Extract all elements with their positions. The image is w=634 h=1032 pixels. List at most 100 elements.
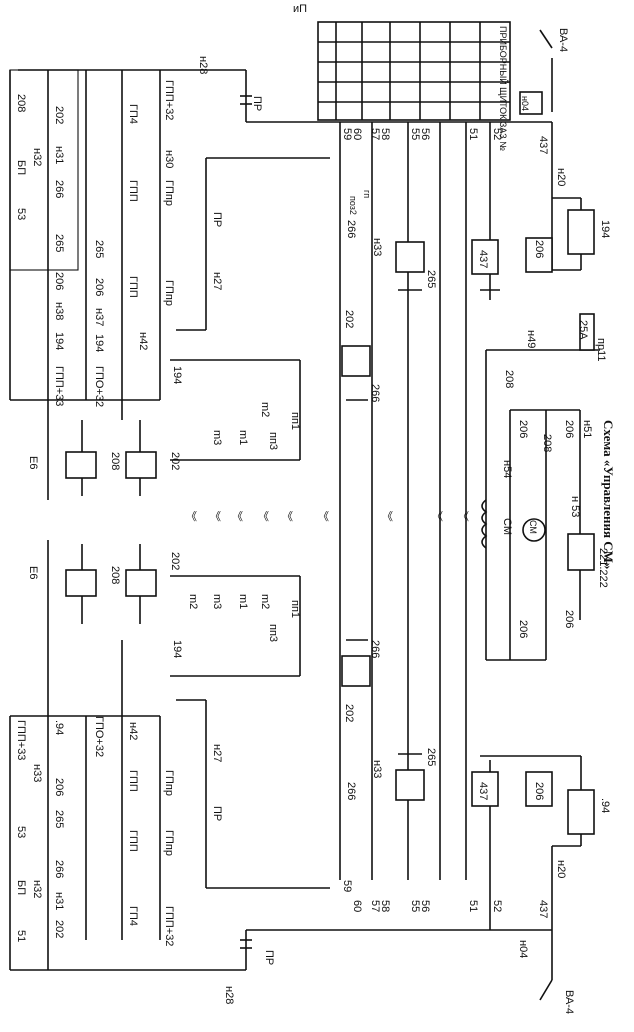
h32-label-bottom: н32 bbox=[31, 880, 43, 898]
svg-text:《: 《 bbox=[186, 510, 197, 523]
gpp-label2-bottom: ГПП bbox=[127, 830, 139, 852]
n266-coil-label-bottom: 266 bbox=[369, 640, 381, 658]
n52-label-bottom: 52 bbox=[491, 900, 503, 912]
coil-221-222 bbox=[567, 533, 595, 571]
coil-266-top bbox=[341, 345, 371, 377]
h30-label-top: н30 bbox=[163, 150, 175, 168]
page-number: иП bbox=[293, 3, 307, 15]
bottom-circuit: 208 202 Е6 m2 m3 m1 m2 пп1 пп3 194 ГПП+3… bbox=[9, 540, 611, 1014]
cm-control-scheme: Схема «Управления СМ» 25А пр11 н49 208 2… bbox=[481, 313, 616, 661]
poz2-label-top: поз2 bbox=[348, 196, 358, 215]
m3-label-bottom: m3 bbox=[211, 594, 223, 609]
top-circuit: ВА-4 н04 н28 ПР 59 60 57 58 55 56 51 52 … bbox=[9, 28, 611, 880]
n194-left-label-bottom: .94 bbox=[53, 720, 65, 735]
n194-left-label-top: 194 bbox=[53, 332, 65, 350]
n208-cm-label-2: 208 bbox=[541, 434, 553, 452]
n265-label-bottom: 265 bbox=[425, 748, 437, 766]
m1-label-top: m1 bbox=[237, 430, 249, 445]
n206-cm-label-4: 206 bbox=[563, 610, 575, 628]
n202-coil-label-top: 202 bbox=[169, 452, 181, 470]
coil-437-top bbox=[471, 239, 499, 275]
n202-left-label-top: 202 bbox=[53, 106, 65, 124]
n59-label-bottom: 59 bbox=[341, 880, 353, 892]
gppr-label2-bottom: ГПпр bbox=[163, 830, 175, 856]
fuse-25a bbox=[579, 313, 595, 351]
n208-label-bottom: 208 bbox=[109, 566, 121, 584]
h27-label-bottom: н27 bbox=[211, 744, 223, 762]
cm-scheme-title: Схема «Управления СМ» bbox=[601, 420, 616, 569]
mp3-label-bottom: пп3 bbox=[267, 624, 279, 642]
svg-text:《: 《 bbox=[210, 510, 221, 523]
h33-label-bottom: н33 bbox=[371, 760, 383, 778]
n51-left-label-bottom: 51 bbox=[15, 930, 27, 942]
n437-coil-label-bottom: 437 bbox=[477, 782, 489, 800]
n266-left-label-bottom: 266 bbox=[53, 860, 65, 878]
n202-label-bottom: 202 bbox=[343, 704, 355, 722]
gpo32-label-bottom: ГПО+32 bbox=[93, 716, 105, 757]
h28-label-bottom: н28 bbox=[223, 986, 235, 1004]
svg-text:《: 《 bbox=[318, 510, 329, 523]
pr11-label: пр11 bbox=[595, 338, 607, 362]
m2-label-top: m2 bbox=[259, 402, 271, 417]
h42-label-bottom: н42 bbox=[127, 722, 139, 740]
n53-label-top: 53 bbox=[15, 208, 27, 220]
h37-label-top: н37 bbox=[93, 308, 105, 326]
h20-label-bottom: н20 bbox=[555, 860, 567, 878]
n202-left-label-bottom: 202 bbox=[53, 920, 65, 938]
h35-label-bottom: н33 bbox=[31, 764, 43, 782]
n51-left-label-top: 208 bbox=[15, 94, 27, 112]
h53-label: н 53 bbox=[569, 496, 581, 517]
n206-cm-label-1: 206 bbox=[517, 420, 529, 438]
n265-left-label-top: 265 bbox=[53, 234, 65, 252]
n265-left-label-bottom: 265 bbox=[53, 810, 65, 828]
n206-cm-label-3: 206 bbox=[517, 620, 529, 638]
gpp32-label-top: ГПП+32 bbox=[163, 80, 175, 120]
n206-label-top: 206 bbox=[533, 240, 545, 258]
pr-mid-label-bottom: ПР bbox=[211, 806, 223, 821]
instrument-panel: ПРИБОРНЫЙ ЩИТОК ЗАЗ № bbox=[317, 21, 511, 151]
svg-text:《: 《 bbox=[458, 510, 469, 523]
n56-label-top: 56 bbox=[419, 128, 431, 140]
a25-label: 25А bbox=[577, 320, 589, 340]
h27-label-top: н27 bbox=[211, 272, 223, 290]
pr-label-top: ПР bbox=[251, 96, 263, 111]
n437-label-bottom: 437 bbox=[537, 900, 549, 918]
svg-text:《: 《 bbox=[282, 510, 293, 523]
n57-label-top: 57 bbox=[369, 128, 381, 140]
n53-label-bottom: 53 bbox=[15, 826, 27, 838]
n51-label-bottom: 51 bbox=[467, 900, 479, 912]
n265-label-top: 265 bbox=[425, 270, 437, 288]
n265-mid-label-top: 265 bbox=[93, 240, 105, 258]
coil-206-top bbox=[525, 237, 553, 273]
n58-label-bottom: 58 bbox=[379, 900, 391, 912]
bp-label-bottom: БП bbox=[15, 880, 27, 895]
n55-label-bottom: 55 bbox=[409, 900, 421, 912]
n60-label-bottom: 60 bbox=[351, 900, 363, 912]
m2-label-bottom: m2 bbox=[187, 594, 199, 609]
m1-label-bottom: m1 bbox=[237, 594, 249, 609]
h04-label-bottom: н04 bbox=[517, 940, 529, 958]
connector-markers: 《 《 《 《 《 《 《 《 《 bbox=[186, 510, 469, 523]
n202-coil-label-bottom: 202 bbox=[169, 552, 181, 570]
n266-left-label-top: 266 bbox=[53, 180, 65, 198]
n206-left-label-top: 206 bbox=[53, 272, 65, 290]
h31-label-bottom: н31 bbox=[53, 892, 65, 910]
n60-label-top: 60 bbox=[351, 128, 363, 140]
svg-text:《: 《 bbox=[232, 510, 243, 523]
gpp-label-bottom: ГПП bbox=[127, 770, 139, 792]
coil-194-bottom bbox=[567, 789, 595, 835]
bp-label-top: БП bbox=[15, 160, 27, 175]
n437-coil-label-top: 437 bbox=[477, 250, 489, 268]
h32-label-top: н32 bbox=[31, 148, 43, 166]
h31-label-top: н31 bbox=[53, 146, 65, 164]
gpp32-label-bottom: ГПП+32 bbox=[163, 906, 175, 946]
mp1-label-bottom: пп1 bbox=[289, 600, 301, 618]
coil-202-top bbox=[125, 451, 157, 479]
motor-cm bbox=[522, 518, 546, 542]
n208-label-top: 208 bbox=[109, 452, 121, 470]
n206-left-label-bottom: 206 bbox=[53, 778, 65, 796]
n266-label-bottom: 266 bbox=[345, 782, 357, 800]
coil-437-bottom bbox=[471, 771, 499, 807]
gpp33-label-bottom: ГПП+33 bbox=[15, 720, 27, 760]
h54-label: н54 bbox=[501, 460, 513, 478]
